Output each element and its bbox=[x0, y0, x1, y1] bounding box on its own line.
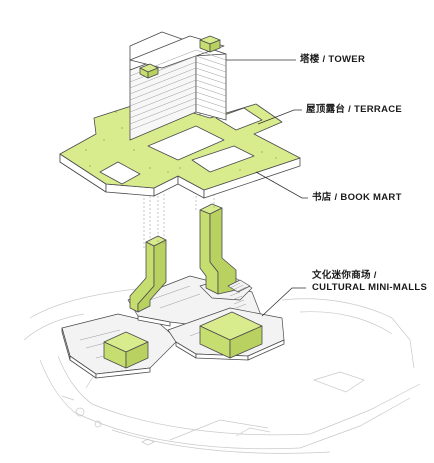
core-shaft-right bbox=[199, 203, 251, 295]
malls-leader bbox=[261, 287, 306, 317]
tower-label: 塔楼 / TOWER bbox=[300, 54, 366, 65]
mini-mall-left bbox=[103, 331, 149, 369]
core-shaft-left bbox=[129, 235, 167, 313]
mini-mall-right bbox=[199, 311, 263, 359]
mini-malls-label-cn: 文化迷你商场 / bbox=[312, 270, 377, 281]
bookmart-leader bbox=[255, 171, 308, 199]
alignment-lines bbox=[143, 190, 215, 250]
terrace-label: 屋顶露台 / TERRACE bbox=[306, 104, 403, 115]
slab-texture bbox=[85, 111, 277, 173]
leader-lines bbox=[226, 59, 308, 317]
tower bbox=[129, 31, 227, 141]
site-context bbox=[23, 285, 421, 454]
bookmart-label: 书店 / BOOK MART bbox=[312, 192, 402, 203]
tower-floor-lines bbox=[129, 49, 227, 131]
terrace-slab bbox=[59, 99, 301, 199]
mini-malls-label-en: CULTURAL MINI-MALLS bbox=[312, 282, 428, 293]
terrace-leader bbox=[257, 109, 302, 125]
